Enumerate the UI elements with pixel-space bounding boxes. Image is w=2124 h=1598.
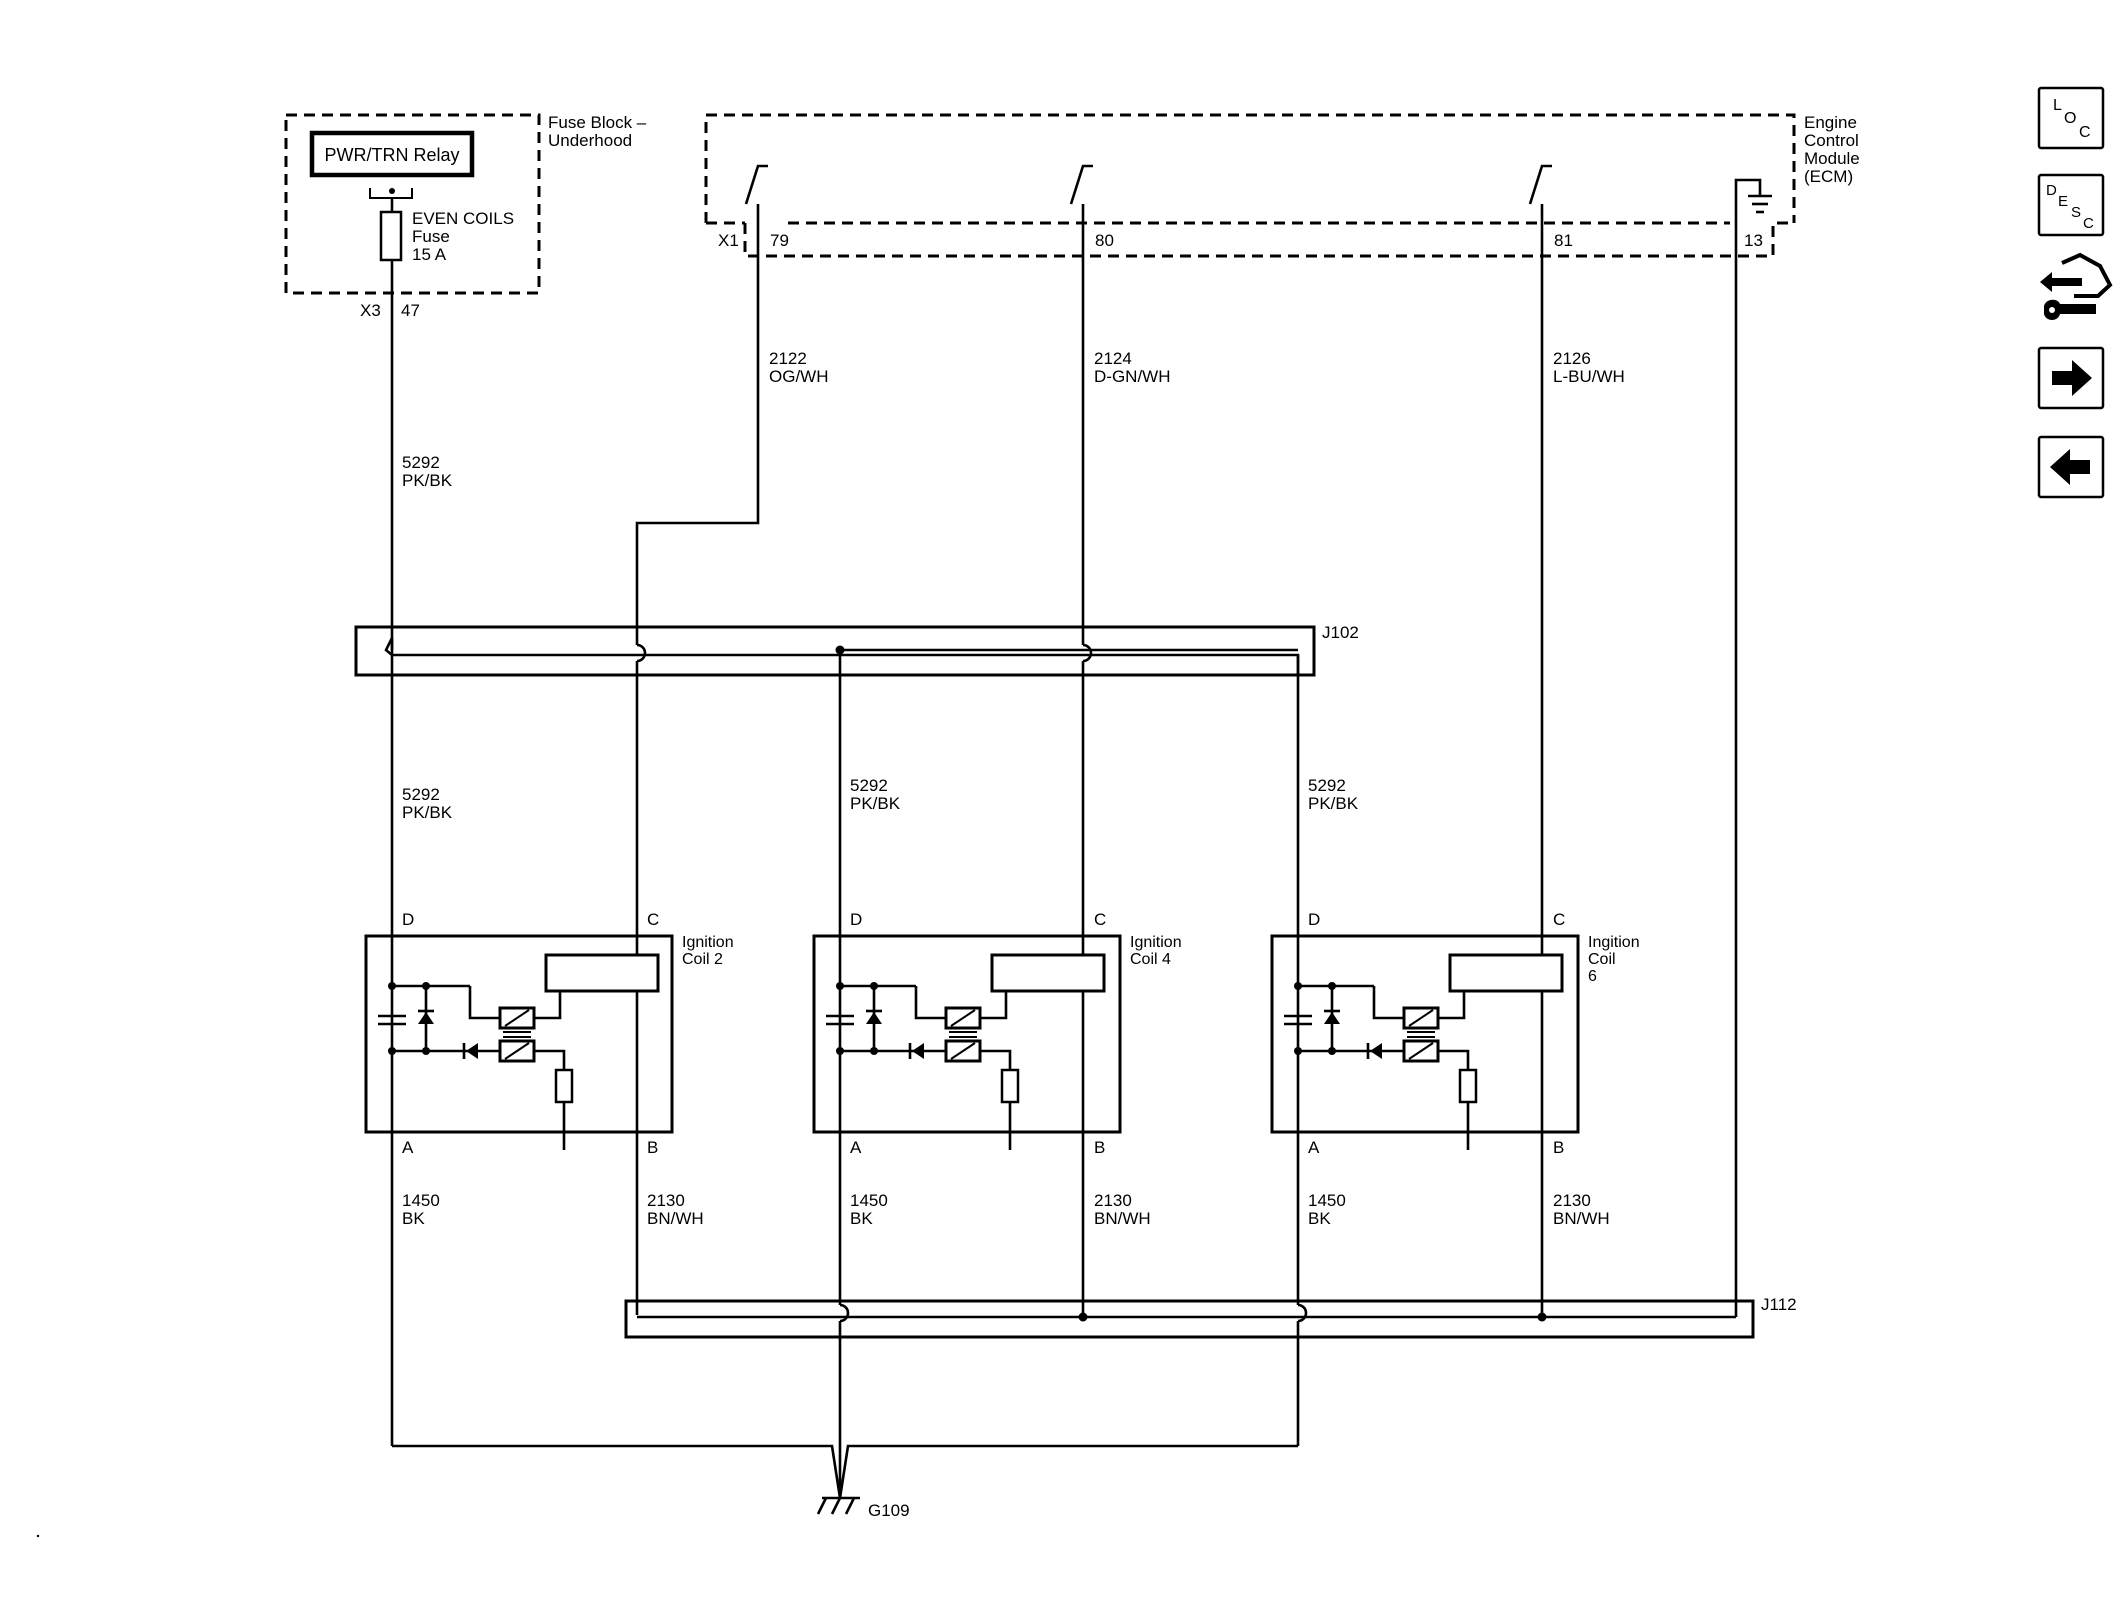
fuse-block-subtitle: Underhood [548,131,632,150]
ignition-coil-2: D C A B Ignition Coil 2 [364,910,734,1157]
splice-j102: J102 [354,623,1359,677]
wire-5292-top-color: PK/BK [402,471,453,490]
wire-5292-top-circuit: 5292 [402,453,440,472]
ecm-pin-81: 81 [1554,231,1573,250]
wire-1450-coil6-circuit: 1450 [1308,1191,1346,1210]
fuse-block-title: Fuse Block – [548,113,647,132]
wire-2130-coil6-circuit: 2130 [1553,1191,1591,1210]
coil2-pin-d: D [402,910,414,929]
loc-icon: L O C [2053,97,2091,141]
splice-j112-label: J112 [1761,1295,1797,1314]
engine-control-module: Engine Control Module (ECM) X1 79 80 81 … [704,113,1860,258]
wire-5292-coil6-circuit: 5292 [1308,776,1346,795]
fuse-name: EVEN COILS [412,209,514,228]
wire-2126-color: L-BU/WH [1553,367,1625,386]
coil6-pin-c: C [1553,910,1565,929]
ecm-title-1: Engine [1804,113,1857,132]
coil4-pin-d: D [850,910,862,929]
coil2-name-2: Coil 2 [682,951,723,968]
coil4-name-2: Coil 4 [1130,951,1171,968]
nav-toolbar: L O C D E S C [2037,86,2113,499]
back-button[interactable] [2037,435,2105,499]
wire-5292-coil4-color: PK/BK [850,794,901,813]
desc-icon: D E S C [2046,182,2094,232]
coil6-name-3: 6 [1588,968,1597,985]
wire-2130-coil6-color: BN/WH [1553,1209,1610,1228]
wire-1450-coil4-circuit: 1450 [850,1191,888,1210]
wire-2130-coil4-color: BN/WH [1094,1209,1151,1228]
coil4-pin-b: B [1094,1138,1105,1157]
wire-2124-color: D-GN/WH [1094,367,1170,386]
desc-letter-e: E [2058,193,2068,210]
coil4-pin-a: A [850,1138,862,1157]
ground-label: G109 [868,1501,910,1520]
wire-5292-coil4-circuit: 5292 [850,776,888,795]
loc-letter-l: L [2053,97,2062,114]
coil2-pin-b: B [647,1138,658,1157]
next-arrow-icon [2052,360,2092,396]
wire-5292-coil2-circuit: 5292 [402,785,440,804]
coil6-pin-a: A [1308,1138,1320,1157]
fuse-rating: 15 A [412,245,447,264]
ecm-title-3: Module [1804,149,1860,168]
coil6-pin-b: B [1553,1138,1564,1157]
ground-g109: G109 [816,1496,910,1520]
loc-button[interactable]: L O C [2037,86,2105,150]
wire-1450-coil2-circuit: 1450 [402,1191,440,1210]
connector-end-view-button[interactable] [2040,252,2113,320]
wire-2122-color: OG/WH [769,367,829,386]
desc-letter-c: C [2083,215,2094,232]
even-coils-fuse [379,210,403,262]
fuse-block: Fuse Block – Underhood PWR/TRN Relay EVE… [284,113,647,320]
loc-letter-c: C [2079,124,2091,141]
wires [390,200,1738,1499]
wire-5292-coil6-color: PK/BK [1308,794,1359,813]
coil4-pin-c: C [1094,910,1106,929]
wire-1450-coil4-color: BK [850,1209,873,1228]
ecm-pin-80: 80 [1095,231,1114,250]
wire-1450-coil6-color: BK [1308,1209,1331,1228]
splice-j112: J112 [624,1295,1797,1339]
coil2-name-1: Ignition [682,934,734,951]
wire-labels: 5292 PK/BK 2122 OG/WH 2124 D-GN/WH 2126 … [402,349,1625,1228]
connector-end-view-icon [2040,252,2113,320]
wire-2130-coil2-circuit: 2130 [647,1191,685,1210]
coil4-name-1: Ignition [1130,934,1182,951]
wire-2130-coil2-color: BN/WH [647,1209,704,1228]
relay-label: PWR/TRN Relay [324,145,459,165]
desc-letter-d: D [2046,182,2057,199]
fuse-word: Fuse [412,227,450,246]
fuse-block-pin: 47 [401,301,420,320]
coil2-pin-c: C [647,910,659,929]
next-button[interactable] [2037,346,2105,410]
wire-1450-coil2-color: BK [402,1209,425,1228]
ignition-coil-6: D C A B Ingition Coil 6 [1270,910,1640,1157]
fuse-block-connector: X3 [360,301,381,320]
wire-5292-coil2-color: PK/BK [402,803,453,822]
coil6-name-1: Ingition [1588,934,1640,951]
splice-j102-label: J102 [1322,623,1359,642]
ecm-pin-79: 79 [770,231,789,250]
desc-button[interactable]: D E S C [2037,173,2105,237]
wire-2126-circuit: 2126 [1553,349,1591,368]
loc-letter-o: O [2064,110,2076,127]
ignition-coil-4: D C A B Ignition Coil 4 [812,910,1182,1157]
pwr-trn-relay [309,130,475,178]
coil6-name-2: Coil [1588,951,1616,968]
ecm-pin-13: 13 [1744,231,1763,250]
wire-2122-circuit: 2122 [769,349,807,368]
back-arrow-icon [2050,449,2090,485]
ecm-title-2: Control [1804,131,1859,150]
desc-letter-s: S [2071,204,2081,221]
ecm-title-4: (ECM) [1804,167,1853,186]
coil6-pin-d: D [1308,910,1320,929]
page-speck [36,1534,40,1538]
wire-2124-circuit: 2124 [1094,349,1132,368]
wire-2130-coil4-circuit: 2130 [1094,1191,1132,1210]
coil2-pin-a: A [402,1138,414,1157]
ecm-connector: X1 [718,231,739,250]
